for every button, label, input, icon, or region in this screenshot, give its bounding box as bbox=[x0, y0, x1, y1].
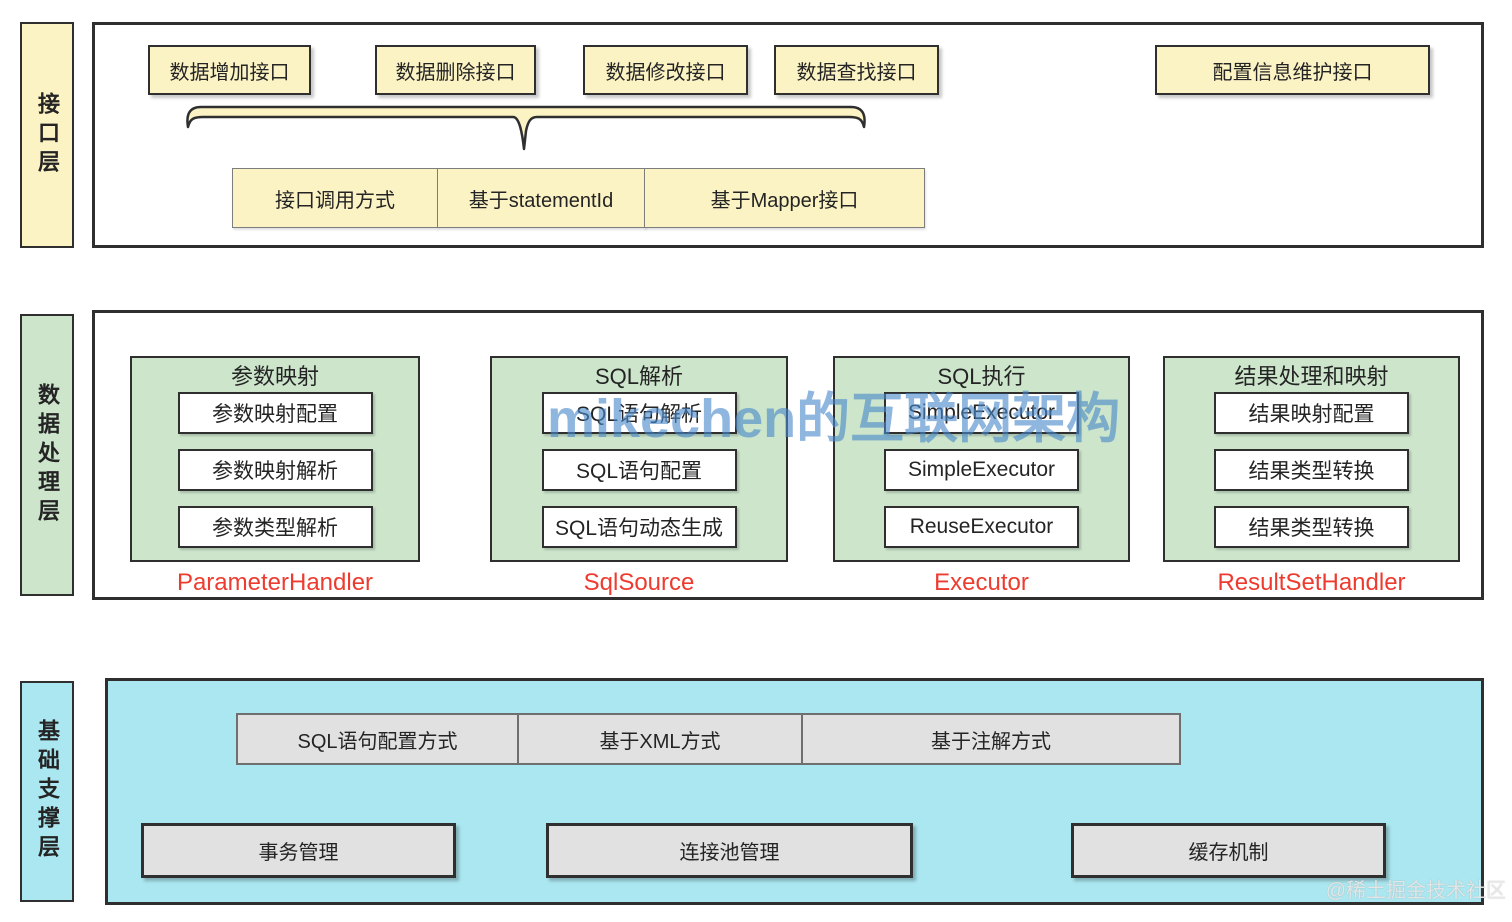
support-box-transaction: 事务管理 bbox=[141, 823, 456, 878]
group-items: SQL语句解析 SQL语句配置 SQL语句动态生成 bbox=[541, 392, 737, 548]
sql-config-cell: SQL语句配置方式 bbox=[236, 713, 519, 765]
group-item: SQL语句解析 bbox=[541, 392, 737, 434]
processing-layer-panel: 参数映射 参数映射配置 参数映射解析 参数类型解析 ParameterHandl… bbox=[92, 310, 1484, 600]
group-item: SQL语句配置 bbox=[541, 449, 737, 491]
corner-watermark-text: @稀土掘金技术社区 bbox=[1325, 880, 1506, 902]
group-items: SimpleExecutor SimpleExecutor ReuseExecu… bbox=[884, 392, 1079, 548]
interface-layer-label-text: 接口层 bbox=[35, 91, 60, 179]
group-title: SQL解析 bbox=[594, 364, 684, 389]
group-parameter-mapping: 参数映射 参数映射配置 参数映射解析 参数类型解析 bbox=[130, 356, 420, 562]
group-result-handling: 结果处理和映射 结果映射配置 结果类型转换 结果类型转换 bbox=[1163, 356, 1460, 562]
group-items: 结果映射配置 结果类型转换 结果类型转换 bbox=[1214, 392, 1409, 548]
group-title: 参数映射 bbox=[230, 364, 319, 389]
group-sql-execution: SQL执行 SimpleExecutor SimpleExecutor Reus… bbox=[833, 356, 1130, 562]
call-method-row: 接口调用方式 基于statementId 基于Mapper接口 bbox=[232, 168, 925, 228]
processing-layer-side-label: 数据处理层 bbox=[20, 314, 74, 596]
handler-label-sqlsource: SqlSource bbox=[583, 569, 695, 596]
foundation-layer-panel: SQL语句配置方式 基于XML方式 基于注解方式 事务管理 连接池管理 缓存机制 bbox=[105, 678, 1484, 905]
foundation-layer-side-label: 基础支撑层 bbox=[20, 681, 74, 902]
support-box-cache: 缓存机制 bbox=[1071, 823, 1386, 878]
group-title: SQL执行 bbox=[937, 364, 1026, 389]
group-item: SQL语句动态生成 bbox=[541, 506, 737, 548]
handler-label-resultsethandler: ResultSetHandler bbox=[1217, 569, 1406, 596]
sql-config-cell: 基于XML方式 bbox=[517, 713, 803, 765]
group-sql-parsing: SQL解析 SQL语句解析 SQL语句配置 SQL语句动态生成 bbox=[490, 356, 788, 562]
handler-label-executor: Executor bbox=[934, 569, 1029, 596]
sql-config-method-row: SQL语句配置方式 基于XML方式 基于注解方式 bbox=[236, 713, 1181, 765]
processing-layer-label-text: 数据处理层 bbox=[35, 382, 60, 528]
group-item: 结果类型转换 bbox=[1214, 449, 1409, 491]
curly-brace-shape bbox=[186, 105, 866, 151]
group-item: 结果映射配置 bbox=[1214, 392, 1409, 434]
call-method-cell: 接口调用方式 bbox=[232, 168, 438, 228]
group-item: 结果类型转换 bbox=[1214, 506, 1409, 548]
interface-layer-panel: 数据增加接口 数据删除接口 数据修改接口 数据查找接口 配置信息维护接口 接口调… bbox=[92, 22, 1484, 248]
group-item: 参数映射配置 bbox=[177, 392, 373, 434]
api-box-select: 数据查找接口 bbox=[774, 45, 939, 95]
call-method-cell: 基于Mapper接口 bbox=[644, 168, 925, 228]
group-item: ReuseExecutor bbox=[884, 506, 1079, 548]
handler-label-parameterhandler: ParameterHandler bbox=[176, 569, 374, 596]
group-item: SimpleExecutor bbox=[884, 392, 1079, 434]
foundation-layer-label-text: 基础支撑层 bbox=[35, 719, 60, 864]
group-items: 参数映射配置 参数映射解析 参数类型解析 bbox=[177, 392, 373, 548]
center-watermark-text: mikechen的互联网架构 bbox=[547, 389, 1121, 449]
support-box-connection-pool: 连接池管理 bbox=[546, 823, 913, 878]
group-item: 参数映射解析 bbox=[177, 449, 373, 491]
config-info-box: 配置信息维护接口 bbox=[1155, 45, 1430, 95]
call-method-cell: 基于statementId bbox=[436, 168, 646, 228]
group-item: 参数类型解析 bbox=[177, 506, 373, 548]
interface-layer-side-label: 接口层 bbox=[20, 22, 74, 248]
group-item: SimpleExecutor bbox=[884, 449, 1079, 491]
sql-config-cell: 基于注解方式 bbox=[801, 713, 1181, 765]
group-title: 结果处理和映射 bbox=[1234, 364, 1389, 389]
api-box-insert: 数据增加接口 bbox=[148, 45, 311, 95]
api-box-delete: 数据删除接口 bbox=[375, 45, 536, 95]
api-box-update: 数据修改接口 bbox=[583, 45, 748, 95]
